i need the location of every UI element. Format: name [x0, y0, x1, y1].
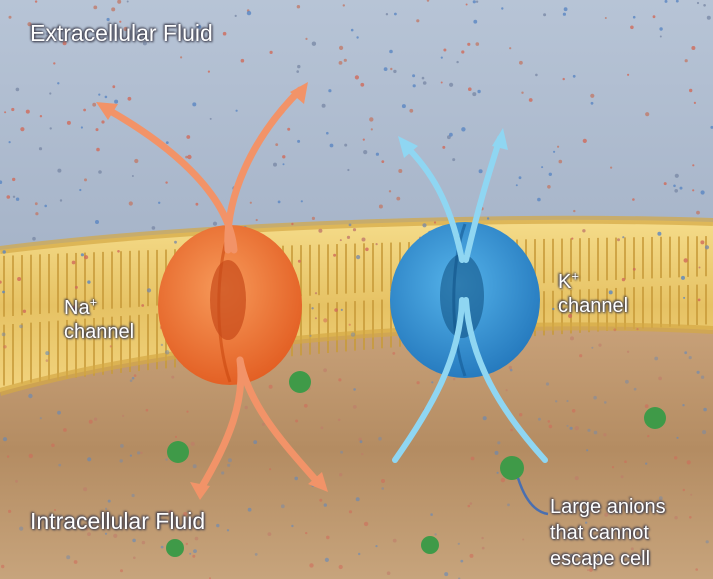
intracellular-label: Intracellular Fluid — [30, 508, 205, 535]
k-channel-label: K+ channel — [558, 270, 628, 318]
extracellular-label: Extracellular Fluid — [30, 20, 213, 47]
anions-label: Large anions that cannot escape cell — [550, 494, 666, 572]
na-channel-label: Na+ channel — [64, 296, 134, 344]
